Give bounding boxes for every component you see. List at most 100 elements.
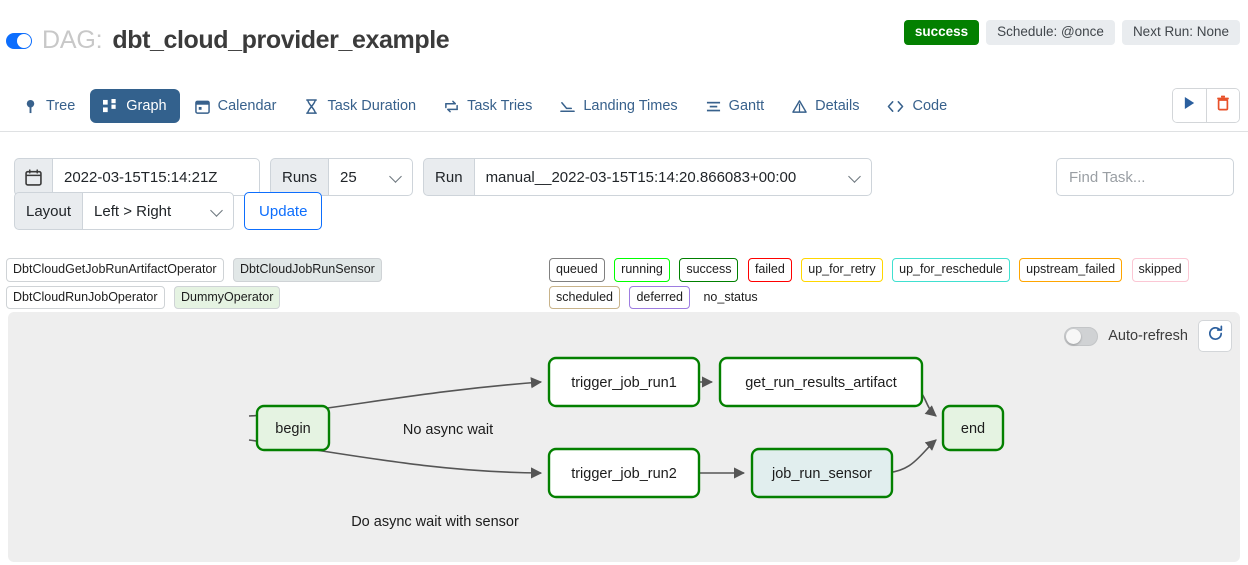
legend-operator-chip[interactable]: DbtCloudRunJobOperator	[6, 285, 165, 309]
legend-state-failed[interactable]: failed	[747, 258, 792, 282]
edge-label: No async wait	[403, 422, 493, 438]
legend-state-no-status: no_status	[703, 289, 758, 304]
legend-operator-chip[interactable]: DbtCloudJobRunSensor	[233, 258, 382, 282]
legend-state-skipped[interactable]: skipped	[1131, 258, 1189, 282]
legend-bar: DbtCloudGetJobRunArtifactOperator DbtClo…	[0, 255, 1248, 309]
schedule-badge[interactable]: Schedule: @once	[986, 20, 1115, 45]
execution-date-input[interactable]: 2022-03-15T15:14:21Z	[52, 158, 260, 196]
tab-details[interactable]: Details	[779, 89, 872, 123]
triangle-icon	[792, 99, 807, 114]
tab-label: Calendar	[217, 98, 277, 114]
header-badges: success Schedule: @once Next Run: None	[903, 20, 1240, 45]
gantt-icon	[706, 99, 721, 114]
tab-label: Landing Times	[583, 98, 678, 114]
search-input[interactable]: Find Task...	[1056, 158, 1234, 196]
tab-graph[interactable]: Graph	[90, 89, 180, 123]
operator-legend: DbtCloudGetJobRunArtifactOperator DbtClo…	[6, 258, 546, 313]
task-node-trigger_job_run1[interactable]: trigger_job_run1	[547, 356, 701, 408]
graph-icon	[103, 98, 118, 114]
retry-icon	[444, 99, 459, 114]
hourglass-icon	[304, 98, 319, 114]
calendar-icon[interactable]	[14, 158, 52, 196]
tree-icon	[23, 99, 38, 114]
status-badge: success	[903, 20, 980, 45]
graph-nodes: begin trigger_job_run1 get_run_results_a…	[255, 356, 1005, 499]
state-legend: queued running success failed up_for_ret…	[549, 258, 1248, 313]
graph-canvas[interactable]: Auto-refresh	[8, 312, 1240, 562]
task-node-label: begin	[275, 421, 310, 437]
task-node-shape	[547, 356, 701, 408]
legend-operator-chip[interactable]: DummyOperator	[173, 285, 281, 309]
legend-state-up-for-reschedule[interactable]: up_for_reschedule	[892, 258, 1010, 282]
legend-state-success[interactable]: success	[679, 258, 739, 282]
tab-landing-times[interactable]: Landing Times	[547, 89, 690, 123]
legend-state-upstream-failed[interactable]: upstream_failed	[1019, 258, 1123, 282]
filter-row-layout: Layout Left > Right Update	[14, 192, 323, 230]
task-node-label: trigger_job_run2	[571, 466, 677, 482]
trash-icon	[1216, 95, 1230, 116]
tab-task-duration[interactable]: Task Duration	[291, 89, 429, 123]
tab-label: Code	[912, 98, 948, 114]
run-select[interactable]: manual__2022-03-15T15:14:20.866083+00:00	[473, 158, 872, 196]
task-node-label: get_run_results_artifact	[745, 375, 897, 391]
auto-refresh-label: Auto-refresh	[1108, 328, 1188, 344]
play-icon	[1183, 96, 1196, 115]
page-header: DAG: dbt_cloud_provider_example success …	[0, 0, 1248, 72]
tab-code[interactable]: Code	[874, 89, 960, 123]
task-node-shape	[750, 447, 894, 499]
task-node-begin[interactable]: begin	[255, 404, 331, 452]
runs-label: Runs	[270, 158, 329, 196]
update-button[interactable]: Update	[244, 192, 323, 230]
tab-label: Details	[815, 98, 860, 114]
tab-label: Tree	[46, 98, 76, 114]
layout-group: Layout Left > Right	[14, 192, 235, 230]
task-node-end[interactable]: end	[941, 404, 1005, 452]
task-node-shape	[547, 447, 701, 499]
dag-prefix-label: DAG:	[42, 26, 103, 54]
tab-tree[interactable]: Tree	[10, 89, 88, 123]
task-node-shape	[941, 404, 1005, 452]
calendar-icon	[194, 99, 210, 114]
layout-select[interactable]: Left > Right	[82, 192, 235, 230]
landing-icon	[560, 99, 576, 114]
task-node-trigger_job_run2[interactable]: trigger_job_run2	[547, 447, 701, 499]
tab-label: Task Tries	[467, 98, 533, 114]
task-node-shape	[718, 356, 924, 408]
trigger-dag-button[interactable]	[1173, 89, 1206, 122]
graph-edge-labels: No async wait Do async wait with sensor	[351, 422, 519, 530]
task-node-label: end	[961, 421, 985, 437]
dag-pause-toggle-icon[interactable]	[6, 32, 32, 49]
code-icon	[887, 99, 904, 114]
delete-dag-button[interactable]	[1206, 89, 1239, 122]
dag-title-row: DAG: dbt_cloud_provider_example	[6, 26, 450, 55]
auto-refresh-toggle[interactable]	[1064, 326, 1099, 346]
runs-select[interactable]: 25	[328, 158, 414, 196]
next-run-badge: Next Run: None	[1121, 20, 1240, 45]
refresh-icon	[1207, 325, 1224, 347]
filter-bar: 2022-03-15T15:14:21Z Runs 25 Run manual_…	[14, 146, 1234, 230]
legend-state-scheduled[interactable]: scheduled	[549, 285, 620, 309]
legend-operator-chip[interactable]: DbtCloudGetJobRunArtifactOperator	[6, 258, 224, 282]
layout-label: Layout	[14, 192, 83, 230]
task-node-shape	[255, 404, 331, 452]
tab-label: Graph	[126, 98, 167, 114]
legend-state-running[interactable]: running	[614, 258, 670, 282]
task-node-get_run_results_artifact[interactable]: get_run_results_artifact	[718, 356, 924, 408]
task-node-job_run_sensor[interactable]: job_run_sensor	[750, 447, 894, 499]
legend-state-deferred[interactable]: deferred	[629, 285, 691, 309]
filter-row-primary: 2022-03-15T15:14:21Z Runs 25 Run manual_…	[14, 158, 872, 196]
tab-task-tries[interactable]: Task Tries	[431, 89, 545, 123]
tab-gantt[interactable]: Gantt	[693, 89, 777, 123]
refresh-button[interactable]	[1198, 320, 1232, 352]
tab-label: Gantt	[728, 98, 765, 114]
dag-action-buttons	[1172, 88, 1240, 123]
graph-toolbar: Auto-refresh	[1064, 320, 1232, 352]
execution-date-group: 2022-03-15T15:14:21Z	[14, 158, 260, 196]
run-group: Run manual__2022-03-15T15:14:20.866083+0…	[423, 158, 872, 196]
legend-state-up-for-retry[interactable]: up_for_retry	[801, 258, 883, 282]
run-label: Run	[423, 158, 474, 196]
edge-label: Do async wait with sensor	[351, 514, 519, 530]
tab-calendar[interactable]: Calendar	[182, 89, 290, 123]
legend-state-queued[interactable]: queued	[549, 258, 605, 282]
